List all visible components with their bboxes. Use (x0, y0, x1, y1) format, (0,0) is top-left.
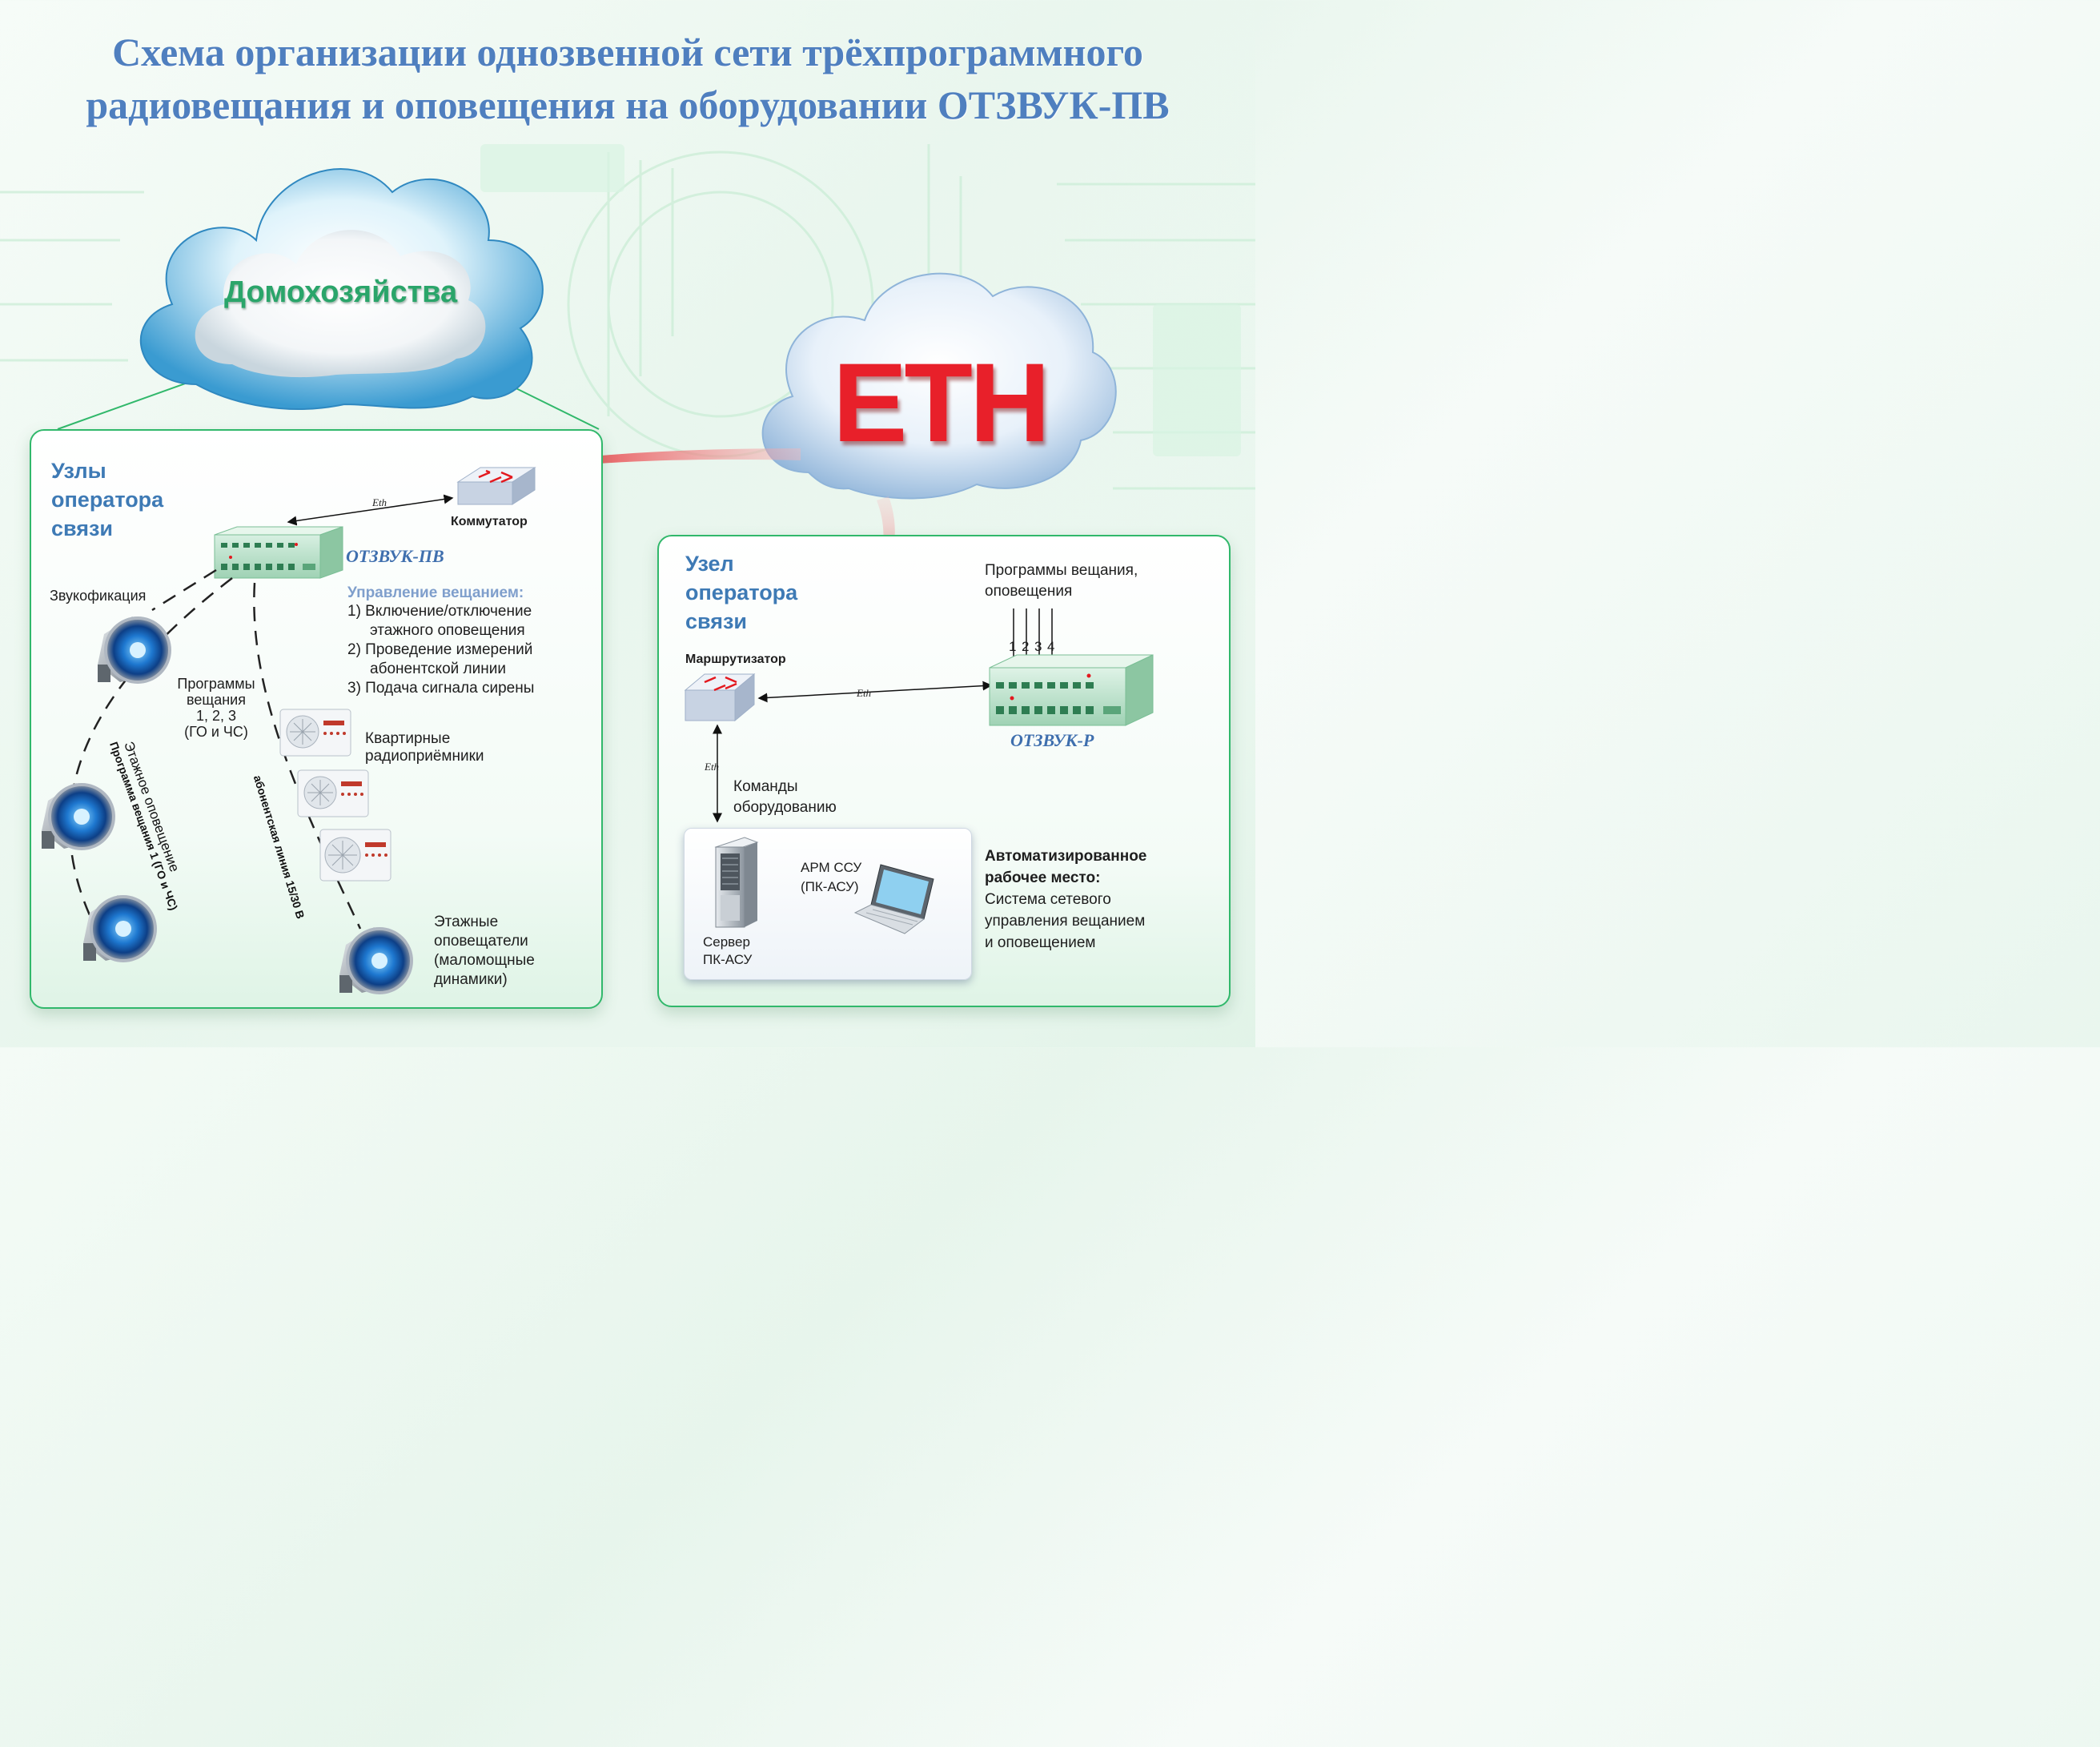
workstation-desc-line-2: управления вещанием (985, 913, 1146, 930)
router-eth-label: Eth (857, 687, 872, 699)
floor-speakers-line-2: оповещатели (434, 933, 528, 950)
control-item-1: 1) Включение/отключение (347, 603, 532, 620)
otzvuk-r-device (989, 654, 1154, 726)
speaker-icon (339, 927, 413, 994)
right-panel-heading: Узел оператора связи (685, 549, 797, 636)
router-device-link (757, 681, 993, 703)
router-eth-vertical-label: Eth (705, 761, 720, 773)
radio-receiver-icon (319, 829, 391, 882)
speaker-icon (42, 783, 115, 850)
commands-line-1: Команды (733, 778, 798, 795)
left-heading-line-2: оператора (51, 488, 164, 512)
otzvuk-r-label: ОТЗВУК-Р (1010, 730, 1094, 750)
router-label: Маршрутизатор (685, 653, 786, 666)
receivers-line-1: Квартирные (365, 730, 451, 747)
left-heading-line-3: связи (51, 516, 114, 540)
floor-speakers-line-4: динамики) (434, 971, 508, 988)
programs-label: Программы вещания 1, 2, 3 (ГО и ЧС) (165, 676, 267, 740)
router-icon (684, 673, 756, 722)
workstation-description: Автоматизированное рабочее место: Систем… (985, 845, 1146, 954)
title-line-2: радиовещания и оповещения на оборудовани… (86, 82, 1170, 127)
programs-line-4: (ГО и ЧС) (184, 724, 248, 740)
left-panel-graphics (42, 467, 536, 994)
speaker-icon (83, 895, 157, 962)
floor-speakers-label: Этажные оповещатели (маломощные динамики… (434, 913, 535, 990)
programs-line-3: 1, 2, 3 (195, 708, 237, 724)
zvukofikacia-label: Звукофикация (50, 588, 147, 604)
switch-label: Коммутатор (451, 515, 528, 528)
server-line-2: ПК-АСУ (703, 952, 753, 967)
control-item-2b: абонентской линии (370, 661, 506, 677)
otzvuk-pv-label: ОТЗВУК-ПВ (346, 546, 444, 566)
control-item-1b: этажного оповещения (370, 622, 525, 639)
server-label: Сервер ПК-АСУ (703, 934, 752, 969)
channel-3: 3 (1034, 639, 1042, 654)
laptop-icon (853, 864, 934, 934)
right-heading-line-1: Узел (685, 552, 734, 576)
right-programs-label: Программы вещания, оповещения (985, 560, 1138, 602)
programs-line-2: вещания (187, 692, 246, 708)
channel-4: 4 (1047, 639, 1055, 654)
eth-to-switch-arrow (520, 448, 801, 474)
workstation-title-line-2: рабочее место: (985, 869, 1101, 886)
clouds-layer (57, 168, 1117, 665)
title-line-1: Схема организации однозвенной сети трёхп… (112, 30, 1143, 74)
otzvuk-pv-device (214, 526, 343, 579)
receivers-line-2: радиоприёмники (365, 748, 484, 765)
right-programs-line-1: Программы вещания, (985, 562, 1138, 579)
receivers-label: Квартирные радиоприёмники (365, 730, 484, 765)
floor-speakers-line-3: (маломощные (434, 952, 535, 969)
commands-line-2: оборудованию (733, 799, 837, 816)
control-item-3: 3) Подача сигнала сирены (347, 680, 535, 697)
right-panel-graphics (684, 608, 1154, 934)
speaker-icon (98, 616, 171, 684)
eth-label: ETH (833, 339, 1050, 465)
channel-2: 2 (1022, 639, 1030, 654)
right-programs-line-2: оповещения (985, 583, 1073, 600)
commands-label: Команды оборудованию (733, 777, 837, 818)
channel-1: 1 (1009, 639, 1017, 654)
arm-line-2: (ПК-АСУ) (801, 879, 859, 894)
arm-label: АРМ ССУ (ПК-АСУ) (801, 858, 861, 897)
server-icon (714, 837, 759, 928)
diagram-title: Схема организации однозвенной сети трёхп… (0, 26, 1255, 131)
switch-icon (456, 467, 536, 505)
eth-cloud (761, 272, 1117, 500)
left-heading-line-1: Узлы (51, 459, 106, 483)
control-item-2: 2) Проведение измерений (347, 641, 533, 658)
workstation-desc-line-1: Система сетевого (985, 891, 1111, 908)
control-title: Управление вещанием: (347, 584, 524, 601)
right-heading-line-3: связи (685, 609, 748, 633)
households-cloud (139, 168, 544, 410)
switch-eth-label: Eth (372, 496, 387, 508)
switch-device-link (287, 494, 454, 526)
server-line-1: Сервер (703, 934, 750, 950)
workstation-title-line-1: Автоматизированное (985, 848, 1147, 865)
radio-receiver-icon (297, 769, 369, 817)
arm-line-1: АРМ ССУ (801, 860, 862, 875)
programs-line-1: Программы (177, 676, 255, 692)
households-label: Домохозяйства (224, 275, 458, 309)
workstation-desc-line-3: и оповещением (985, 934, 1096, 951)
floor-speakers-line-1: Этажные (434, 914, 499, 930)
right-heading-line-2: оператора (685, 580, 798, 604)
radio-receiver-icon (279, 709, 351, 757)
left-panel-heading: Узлы оператора связи (51, 456, 163, 543)
